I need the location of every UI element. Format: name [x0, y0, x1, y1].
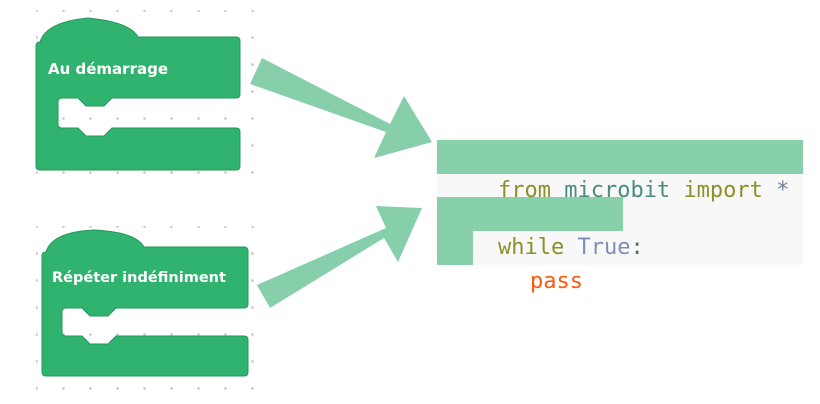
- wildcard: *: [776, 178, 790, 203]
- forever-block-shape: [41, 229, 249, 377]
- keyword-pass: pass: [529, 269, 583, 294]
- on-start-block[interactable]: Au démarrage: [0, 0, 256, 200]
- code-line-import: from microbit import *: [437, 140, 803, 203]
- keyword-while: while: [497, 235, 565, 260]
- on-start-block-path: [35, 17, 241, 171]
- keyword-import: import: [683, 178, 763, 203]
- arrow-forever-to-while: [257, 206, 422, 308]
- code-indent-highlight: [437, 231, 473, 265]
- colon: :: [630, 235, 644, 260]
- code-line-while: while True:: [437, 197, 644, 260]
- on-start-label: Au démarrage: [48, 60, 168, 78]
- on-start-block-shape: [35, 17, 241, 171]
- forever-block[interactable]: Répéter indéfiniment: [0, 0, 256, 404]
- code-line-pass: pass: [477, 231, 583, 294]
- python-code-panel: from microbit import * while True: pass: [437, 137, 803, 294]
- forever-block-path: [41, 229, 249, 377]
- arrow-start-to-import: [250, 58, 432, 158]
- forever-label: Répéter indéfiniment: [52, 270, 226, 286]
- constant-true: True: [577, 235, 631, 260]
